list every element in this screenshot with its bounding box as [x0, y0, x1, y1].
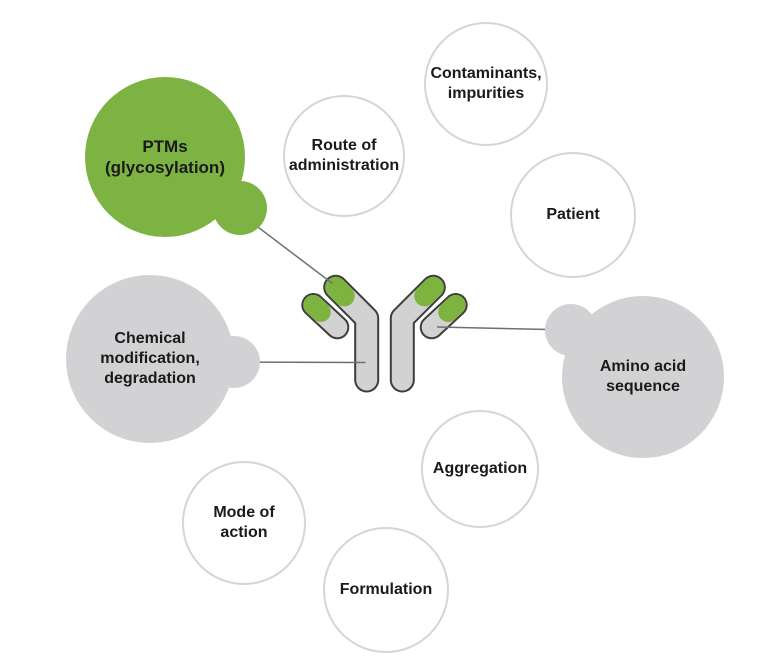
- node-formulation-label: Formulation: [339, 581, 433, 598]
- node-chemical-modification-degradation: Chemical modification, degradation: [66, 275, 234, 443]
- node-route-of-administration: Route of administration: [283, 95, 405, 217]
- node-aggregation: Aggregation: [421, 410, 539, 528]
- node-amino-acid-sequence-label: Amino acid sequence: [599, 358, 687, 395]
- node-patient-label: Patient: [546, 206, 600, 223]
- antibody-green-tip-light-right: [438, 295, 466, 322]
- node-chemical-modification-degradation-label: Chemical modification, degradation: [100, 330, 200, 387]
- node-ptms-label: PTMs (glycosylation): [105, 136, 225, 177]
- node-ptms: PTMs (glycosylation): [85, 77, 245, 237]
- node-contaminants-impurities: Contaminants, impurities: [424, 22, 548, 146]
- antibody-green-tip-light-left: [303, 295, 331, 322]
- antibody-green-tip-heavy-left: [325, 276, 355, 307]
- node-mode-of-action: Mode of action: [182, 461, 306, 585]
- node-amino-acid-sequence: Amino acid sequence: [562, 296, 724, 458]
- antibody-green-tip-heavy-right: [414, 276, 444, 307]
- node-route-of-administration-label: Route of administration: [288, 137, 400, 174]
- node-contaminants-impurities-label: Contaminants, impurities: [430, 65, 542, 102]
- node-mode-of-action-label: Mode of action: [213, 504, 275, 541]
- node-formulation: Formulation: [323, 527, 449, 653]
- node-patient: Patient: [510, 152, 636, 278]
- node-aggregation-label: Aggregation: [432, 460, 528, 477]
